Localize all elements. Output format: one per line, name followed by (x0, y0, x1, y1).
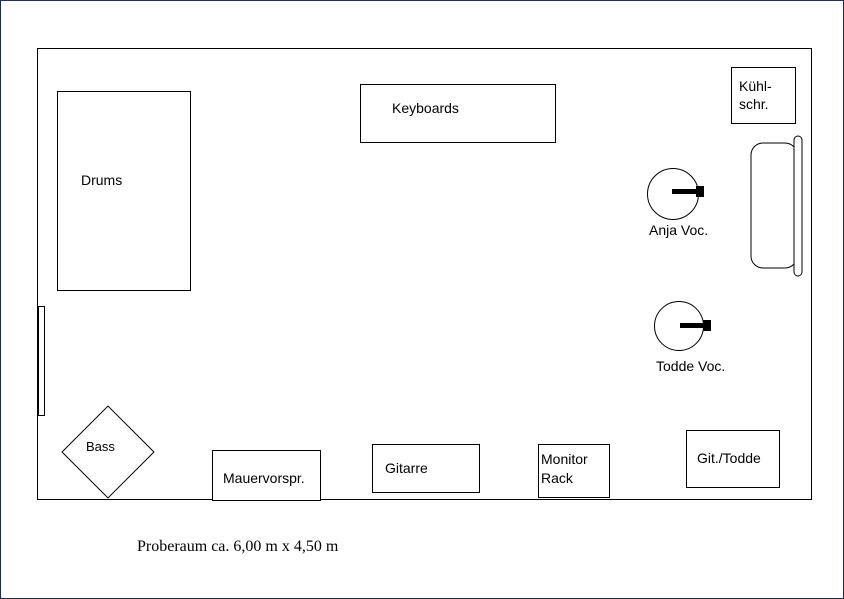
monitor-rack-area: Monitor Rack (538, 444, 610, 498)
keyboards-area: Keyboards (360, 84, 556, 143)
monitor-rack-label-line1: Monitor (541, 451, 588, 467)
guitar-todde-area: Git./Todde (686, 430, 780, 488)
wall-projection-label: Mauervorspr. (223, 470, 305, 486)
todde-mic-head (703, 320, 711, 331)
guitar-area: Gitarre (372, 444, 480, 493)
fridge-label-line2: schr. (739, 96, 769, 112)
room-size-caption: Proberaum ca. 6,00 m x 4,50 m (137, 538, 339, 555)
room-outline (37, 48, 812, 500)
guitar-todde-label: Git./Todde (697, 450, 761, 466)
fridge-label-line1: Kühl- (739, 78, 772, 94)
guitar-label: Gitarre (385, 460, 428, 476)
drums-area: Drums (57, 91, 191, 291)
anja-mic-head (696, 186, 704, 197)
bass-label: Bass (86, 439, 115, 454)
todde-mic-stem (680, 323, 706, 328)
anja-mic-icon (647, 168, 699, 220)
anja-mic-stem (672, 189, 698, 194)
door (38, 306, 45, 416)
drums-label: Drums (81, 172, 123, 188)
couch-shape (750, 135, 803, 277)
keyboards-label: Keyboards (392, 100, 459, 116)
fridge-area: Kühl- schr. (731, 67, 796, 124)
monitor-rack-label-line2: Rack (541, 470, 573, 486)
anja-vocal-label: Anja Voc. (649, 222, 709, 238)
wall-projection-area: Mauervorspr. (212, 450, 321, 501)
todde-vocal-label: Todde Voc. (656, 358, 726, 374)
